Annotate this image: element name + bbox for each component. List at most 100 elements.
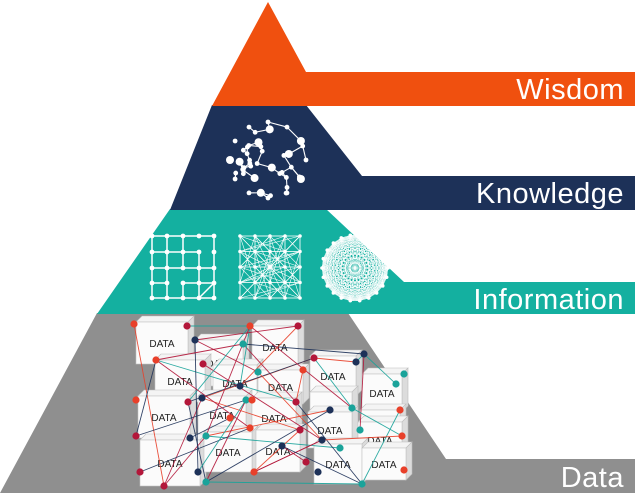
mesh-node — [283, 280, 287, 285]
sphere-node — [265, 195, 271, 201]
circle-node — [374, 291, 379, 295]
box-label: DATA — [369, 389, 395, 400]
box-top — [357, 415, 409, 423]
sphere-node — [252, 129, 258, 135]
circle-node — [374, 241, 379, 245]
data-node — [326, 406, 334, 414]
circle-node — [331, 291, 336, 295]
data-link — [197, 399, 247, 473]
circle-node — [386, 266, 390, 270]
sphere-node — [235, 157, 244, 166]
circle-node — [357, 233, 362, 238]
grid-node — [180, 295, 186, 301]
box-label: DATA — [367, 436, 393, 447]
band-wisdom — [212, 2, 635, 106]
data-link — [201, 397, 301, 431]
data-node — [299, 366, 307, 374]
sphere-node — [246, 143, 252, 148]
mesh-node — [283, 234, 287, 238]
circle-edge — [341, 249, 383, 299]
grid-node — [164, 265, 170, 271]
data-link — [239, 325, 299, 387]
data-link — [189, 417, 231, 439]
circle-node — [366, 296, 371, 300]
data-node — [160, 482, 168, 490]
data-node — [183, 322, 191, 330]
mesh-node — [298, 234, 302, 238]
data-link — [187, 357, 315, 403]
circle-edge — [341, 235, 351, 299]
grid-node — [196, 233, 202, 239]
sphere-node — [250, 174, 259, 183]
data-link — [359, 353, 365, 431]
circle-node — [339, 236, 344, 240]
data-link — [313, 357, 357, 363]
data-link — [163, 435, 207, 487]
grid-node — [149, 265, 155, 271]
mesh-node — [238, 296, 242, 300]
circle-edge — [341, 258, 387, 299]
circle-edge — [350, 235, 387, 259]
data-node — [254, 368, 262, 376]
circle-node — [321, 256, 326, 261]
circle-node — [331, 241, 336, 245]
circle-edge — [327, 267, 389, 287]
data-node — [202, 478, 210, 486]
data-link — [139, 427, 251, 473]
data-link — [133, 323, 165, 487]
circle-edge — [327, 249, 389, 269]
circle-node — [321, 275, 326, 280]
sphere-node — [265, 125, 274, 134]
circle-edge — [327, 237, 369, 287]
grid-node — [180, 249, 186, 255]
grid-node — [149, 249, 155, 255]
sphere-node — [284, 124, 290, 130]
data-link — [163, 397, 203, 487]
mesh-node — [298, 296, 302, 300]
circle-edge — [327, 249, 369, 299]
box-label: DATA — [268, 383, 294, 394]
label-wisdom: Wisdom — [516, 74, 624, 106]
sphere-node — [256, 188, 265, 197]
circle-edge — [359, 235, 383, 251]
data-node — [198, 394, 206, 402]
box-front — [361, 447, 407, 481]
box-label: DATA — [317, 426, 343, 437]
data-link — [351, 407, 403, 437]
grid-node — [149, 233, 155, 239]
sphere-node — [246, 190, 252, 196]
mesh-node — [283, 296, 287, 300]
circle-edge — [323, 242, 377, 278]
data-node — [336, 444, 344, 452]
grid-node — [164, 249, 170, 255]
mesh-edge — [239, 251, 256, 268]
sphere-node — [232, 176, 238, 182]
data-node — [400, 370, 408, 378]
sphere-node — [240, 147, 246, 153]
circle-edge — [359, 258, 387, 301]
box-label: DATA — [149, 339, 175, 350]
circle-edge — [323, 258, 377, 294]
sphere-node — [233, 170, 239, 176]
data-node — [296, 426, 304, 434]
data-link — [205, 481, 363, 485]
circle-edge — [327, 258, 387, 287]
box-top — [251, 391, 303, 399]
data-link — [239, 325, 251, 387]
data-node — [186, 434, 194, 442]
circle-node — [380, 248, 385, 252]
box-top — [361, 441, 413, 449]
data-link — [135, 359, 157, 437]
circle-edge — [327, 249, 387, 259]
circle-edge — [368, 237, 387, 259]
sphere-node — [277, 171, 283, 176]
data-box: DATA — [361, 441, 413, 481]
data-link — [135, 399, 247, 437]
mesh-node — [268, 296, 272, 300]
data-node — [294, 322, 302, 330]
label-data: Data — [561, 462, 625, 493]
grid-node — [211, 280, 217, 286]
mesh-edge — [239, 251, 301, 268]
circle-edge — [350, 258, 387, 301]
sphere-node — [259, 148, 265, 154]
